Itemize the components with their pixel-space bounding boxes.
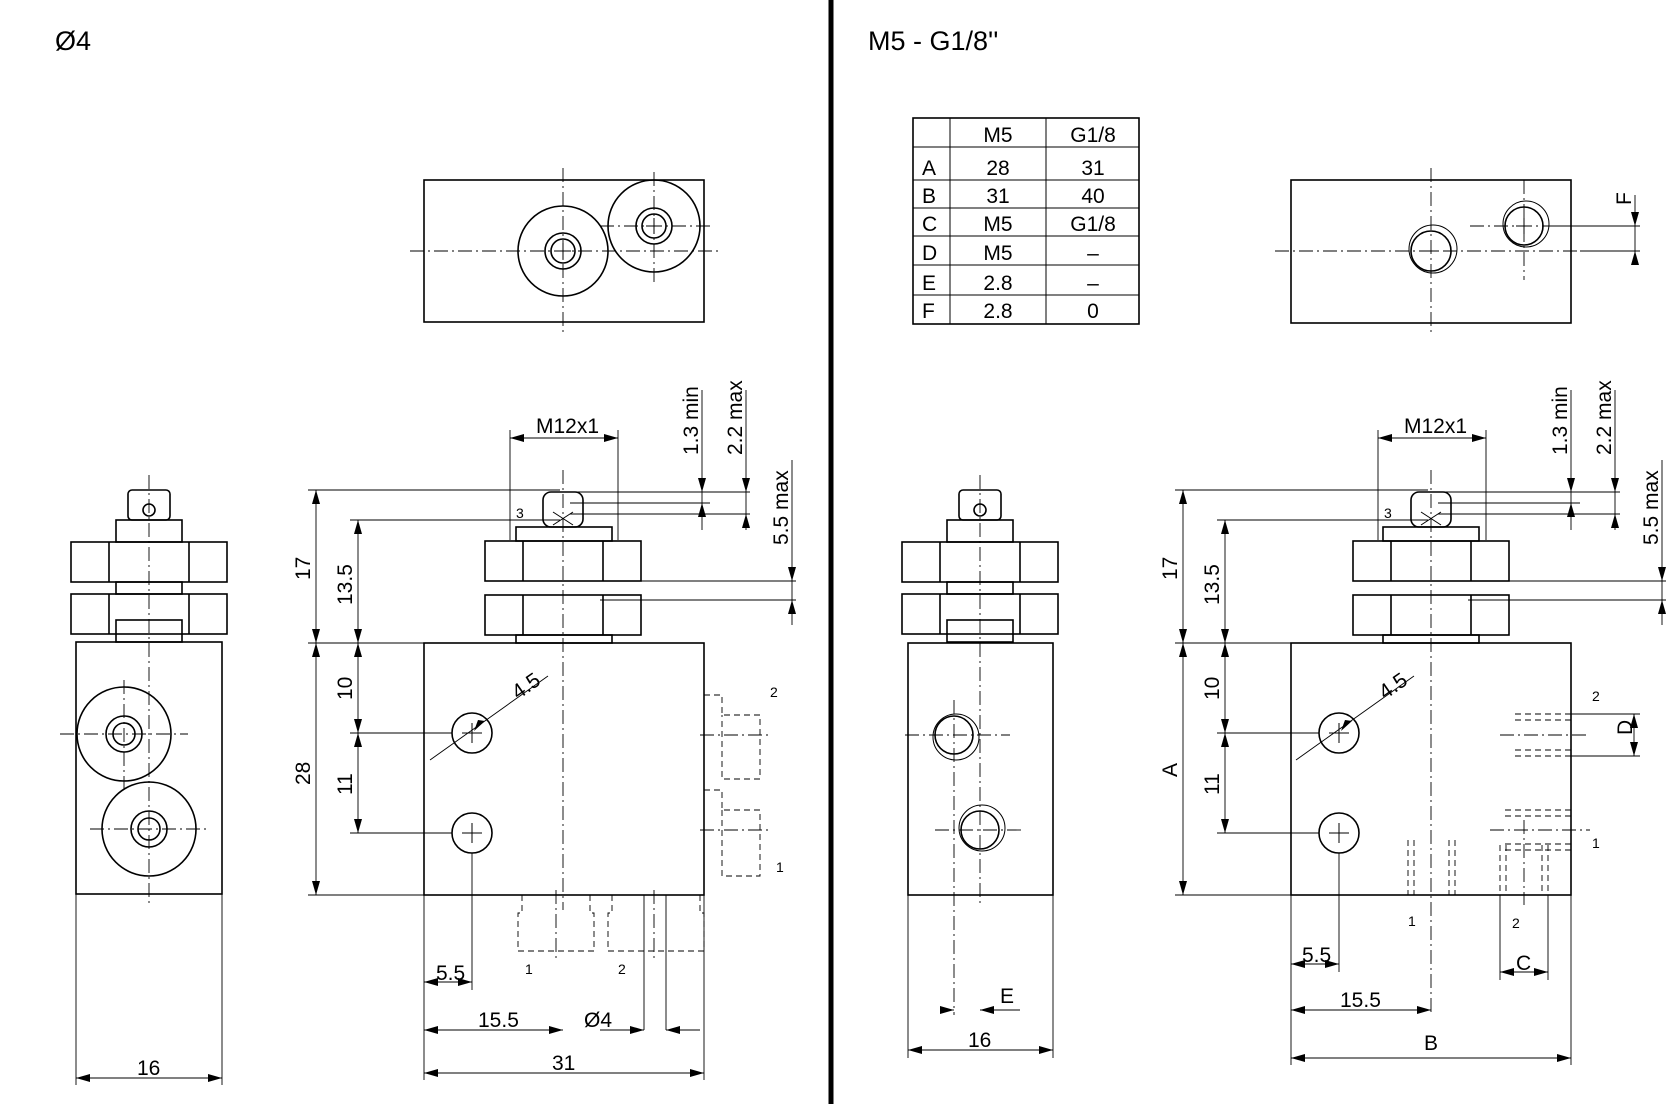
right-title: M5 - G1/8''	[868, 26, 998, 56]
left-port-1-bottom: 1	[525, 961, 533, 977]
table-cell: 0	[1087, 300, 1099, 323]
table-cell: 2.8	[983, 300, 1012, 323]
right-dim-F: F	[1613, 192, 1636, 205]
left-dim-10: 10	[334, 677, 357, 700]
table-cell: 40	[1081, 185, 1104, 208]
right-dim-3: 3	[1384, 505, 1392, 521]
size-table-text: M5 G1/8 A 28 31 B 31 40 C M5 G1/8 D M5 –…	[922, 124, 1116, 323]
table-cell: D	[922, 242, 937, 265]
right-dim-B: B	[1424, 1032, 1438, 1055]
table-cell: 31	[986, 185, 1009, 208]
left-port-2-right: 2	[770, 684, 778, 700]
left-title: Ø4	[55, 26, 91, 56]
left-dim-31: 31	[552, 1052, 575, 1075]
right-dim-11: 11	[1201, 773, 1224, 795]
table-header-g18: G1/8	[1070, 124, 1116, 147]
left-dim-28: 28	[292, 762, 315, 785]
right-dim-E: E	[1000, 985, 1014, 1008]
left-top-view	[410, 168, 720, 332]
left-dim-13min: 1.3 min	[680, 386, 703, 455]
left-side-view	[60, 475, 228, 905]
left-dim-o4: Ø4	[584, 1009, 612, 1032]
table-cell: 28	[986, 157, 1009, 180]
right-dim-135: 13.5	[1201, 564, 1224, 605]
table-cell: C	[922, 213, 937, 236]
left-dim-17: 17	[292, 557, 315, 580]
left-dim-55max: 5.5 max	[770, 470, 793, 545]
right-dim-13min: 1.3 min	[1549, 386, 1572, 455]
table-header-m5: M5	[983, 124, 1012, 147]
right-dim-A: A	[1159, 763, 1182, 777]
right-front-view	[1175, 390, 1666, 1065]
left-dim-135: 13.5	[334, 564, 357, 605]
left-port-1-right: 1	[776, 859, 784, 875]
left-thread-label: M12x1	[536, 415, 599, 438]
right-dim-55max: 5.5 max	[1640, 470, 1663, 545]
right-side-view	[901, 475, 1059, 1058]
left-dim-11: 11	[334, 773, 357, 795]
right-dim-22max: 2.2 max	[1593, 380, 1616, 455]
right-dim-55: 5.5	[1302, 944, 1331, 967]
left-port-2-bottom: 2	[618, 961, 626, 977]
table-cell: M5	[983, 213, 1012, 236]
table-cell: –	[1087, 272, 1099, 295]
table-cell: G1/8	[1070, 213, 1116, 236]
table-cell: –	[1087, 242, 1099, 265]
table-cell: E	[922, 272, 936, 295]
left-dim-16: 16	[137, 1057, 160, 1080]
right-port-2-bottom: 2	[1512, 915, 1520, 931]
right-port-2-right: 2	[1592, 688, 1600, 704]
left-front-view	[75, 390, 796, 1085]
right-dim-16: 16	[968, 1029, 991, 1052]
right-dim-155: 15.5	[1340, 989, 1381, 1012]
right-dim-10: 10	[1201, 677, 1224, 700]
right-dim-45: 4.5	[1375, 669, 1412, 705]
right-top-view	[1275, 168, 1640, 333]
table-cell: F	[922, 300, 935, 323]
left-dim-155: 15.5	[478, 1009, 519, 1032]
right-dim-C: C	[1516, 952, 1531, 975]
left-dim-45: 4.5	[508, 669, 545, 705]
right-port-1-bottom: 1	[1408, 913, 1416, 929]
table-cell: M5	[983, 242, 1012, 265]
right-dim-17: 17	[1159, 557, 1182, 580]
left-dim-55: 5.5	[436, 962, 465, 985]
left-dim-3: 3	[516, 505, 524, 521]
size-table	[912, 117, 1140, 325]
right-dim-D: D	[1614, 720, 1637, 735]
table-cell: 2.8	[983, 272, 1012, 295]
left-dim-22max: 2.2 max	[724, 380, 747, 455]
table-cell: 31	[1081, 157, 1104, 180]
right-port-1-right: 1	[1592, 835, 1600, 851]
table-cell: B	[922, 185, 936, 208]
right-thread-label: M12x1	[1404, 415, 1467, 438]
table-cell: A	[922, 157, 936, 180]
